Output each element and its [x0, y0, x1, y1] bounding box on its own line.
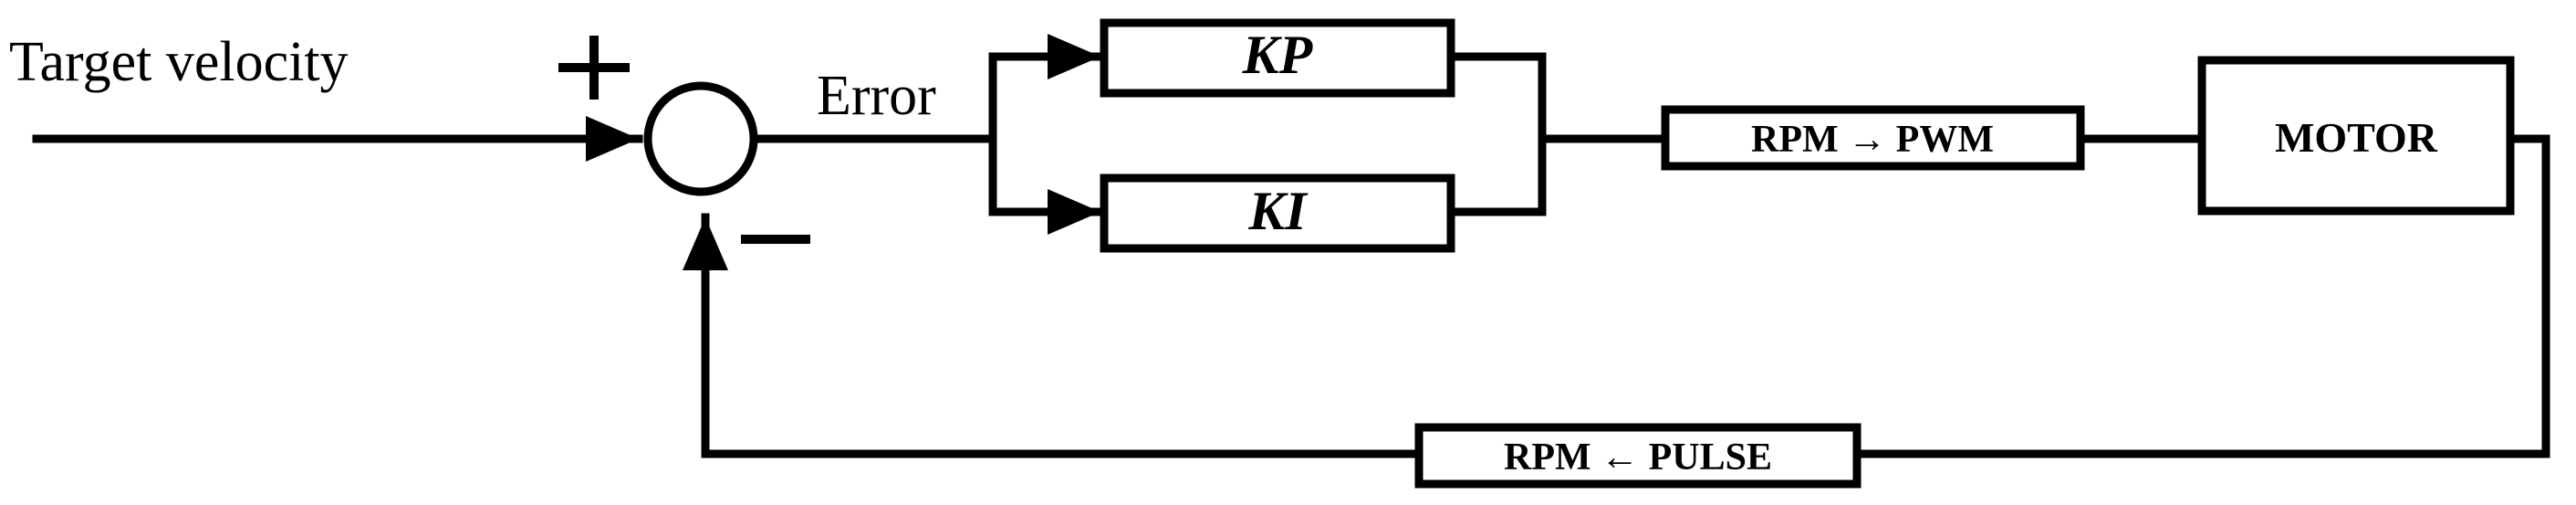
rpm-to-pwm-label: RPM → PWM [1751, 119, 1994, 161]
ki-label: KI [1247, 181, 1309, 241]
plus-sign-text: + [0, 0, 1, 1]
kp-output-line [1446, 52, 1547, 216]
minus-sign-text: − [0, 0, 1, 1]
motor-label: MOTOR [2275, 114, 2438, 161]
feedback-return-arrow [683, 213, 1424, 458]
input-label: Target velocity [9, 31, 349, 93]
summing-junction [643, 81, 758, 196]
rpm-from-pulse-label: RPM ← PULSE [1504, 437, 1772, 479]
plus-sign [558, 36, 630, 100]
kp-label: KP [1242, 25, 1314, 85]
error-label: Error [817, 65, 936, 127]
motor-feedback-line [1852, 134, 2550, 458]
